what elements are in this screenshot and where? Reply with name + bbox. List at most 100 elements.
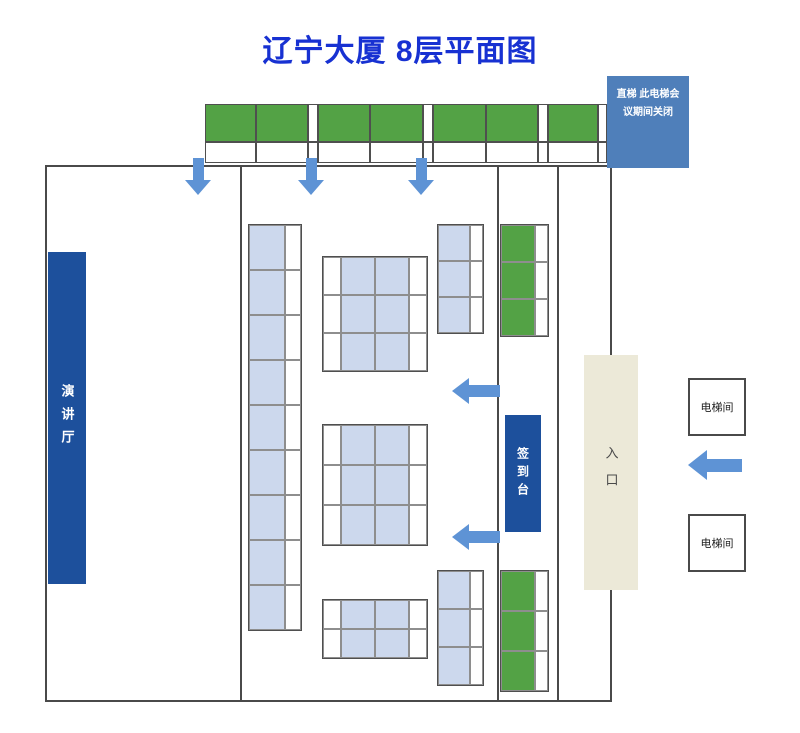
seat-block-top — [437, 224, 484, 334]
wall — [497, 165, 499, 702]
cell — [285, 585, 301, 630]
cell — [433, 142, 486, 163]
arrow-head — [408, 180, 434, 195]
elevator-closed-note: 直梯 此电梯会议期间关闭 — [607, 76, 689, 168]
left-arrow-icon — [452, 378, 500, 404]
signin-desk: 签到台 — [505, 415, 541, 532]
cell — [285, 270, 301, 315]
cell — [323, 257, 341, 295]
cell — [409, 257, 427, 295]
cell — [535, 225, 548, 262]
cell — [409, 295, 427, 333]
cell — [249, 270, 285, 315]
arrow-shaft — [469, 385, 500, 397]
page-title: 辽宁大厦 8层平面图 — [262, 35, 538, 68]
arrow-shaft — [469, 531, 500, 543]
elevator-room-bottom: 电梯间 — [688, 514, 746, 572]
cell — [341, 505, 375, 545]
cell — [308, 104, 318, 142]
cell — [501, 651, 535, 691]
cell — [341, 257, 375, 295]
cell — [323, 333, 341, 371]
cell — [285, 405, 301, 450]
cell — [341, 629, 375, 658]
down-arrow-icon — [185, 158, 211, 195]
cell — [323, 465, 341, 505]
entrance-left-arrow-icon — [688, 450, 742, 480]
cell — [370, 104, 423, 142]
cell — [375, 425, 409, 465]
cell — [438, 609, 470, 647]
cell — [501, 611, 535, 651]
cell — [548, 104, 598, 142]
cell — [409, 629, 427, 658]
arrow-shaft — [192, 158, 204, 180]
cell — [375, 333, 409, 371]
cell — [249, 585, 285, 630]
cell — [598, 104, 607, 142]
cell — [486, 104, 538, 142]
arrow-head — [452, 378, 469, 404]
arrow-head — [452, 524, 469, 550]
table-grid-middle — [322, 424, 428, 546]
cell — [341, 333, 375, 371]
arrow-shaft — [305, 158, 317, 180]
wall — [45, 165, 47, 702]
cell — [375, 629, 409, 658]
cell — [438, 571, 470, 609]
cell — [438, 225, 470, 261]
cell — [548, 142, 598, 163]
cell — [470, 225, 483, 261]
seating-column — [248, 224, 302, 631]
cell — [409, 600, 427, 629]
cell — [285, 360, 301, 405]
arrow-head — [298, 180, 324, 195]
cell — [375, 600, 409, 629]
cell — [249, 315, 285, 360]
cell — [370, 142, 423, 163]
table-grid-top — [322, 256, 428, 372]
cell — [433, 104, 486, 142]
cell — [535, 571, 548, 611]
cell — [285, 540, 301, 585]
cell — [535, 299, 548, 336]
cell — [249, 450, 285, 495]
cell — [470, 609, 483, 647]
cell — [318, 104, 370, 142]
cell — [538, 142, 548, 163]
down-arrow-icon — [298, 158, 324, 195]
seat-block-bottom — [437, 570, 484, 686]
cell — [375, 505, 409, 545]
cell — [501, 571, 535, 611]
cell — [409, 425, 427, 465]
wall — [557, 165, 559, 702]
cell — [423, 104, 433, 142]
cell — [205, 142, 256, 163]
cell — [409, 505, 427, 545]
cell — [341, 600, 375, 629]
arrow-head — [185, 180, 211, 195]
cell — [375, 257, 409, 295]
left-arrow-icon — [452, 524, 500, 550]
cell — [323, 505, 341, 545]
cell — [249, 405, 285, 450]
wall — [45, 165, 612, 167]
cell — [285, 495, 301, 540]
cell — [323, 425, 341, 465]
lecture-hall-stage: 演讲厅 — [48, 252, 86, 584]
wall — [45, 700, 612, 702]
cell — [501, 225, 535, 262]
cell — [535, 651, 548, 691]
cell — [249, 495, 285, 540]
cell — [470, 647, 483, 685]
cell — [341, 465, 375, 505]
cell — [249, 540, 285, 585]
arrow-head — [688, 450, 707, 480]
cell — [438, 261, 470, 297]
table-grid-bottom — [322, 599, 428, 659]
cell — [409, 333, 427, 371]
cell — [470, 297, 483, 333]
down-arrow-icon — [408, 158, 434, 195]
cell — [256, 142, 308, 163]
